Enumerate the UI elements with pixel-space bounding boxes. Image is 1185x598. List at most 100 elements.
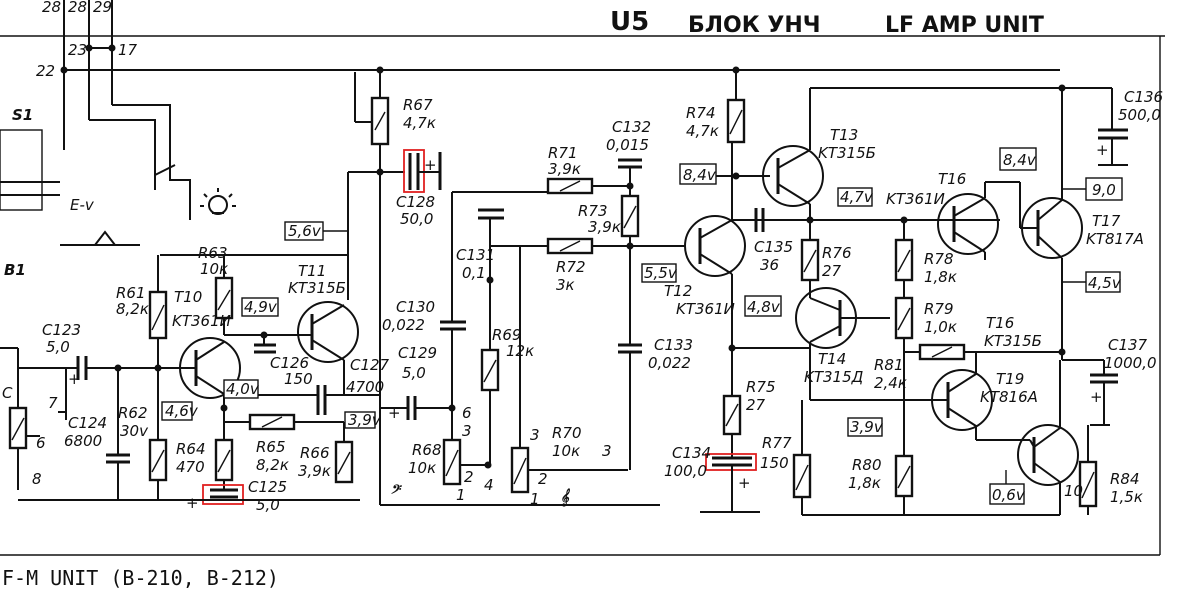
res-mark: [217, 449, 231, 473]
pin-3c: 3: [602, 442, 612, 460]
volt-tag: [161, 401, 193, 421]
resistor-r61: [148, 290, 168, 340]
r62-value: 30v: [120, 422, 149, 440]
volt-tag: [837, 187, 873, 207]
node: [486, 276, 494, 284]
volt-4-8: 4,8v: [747, 298, 781, 316]
c135-value: 36: [760, 256, 779, 274]
r79-ref: R79: [924, 300, 954, 318]
c128-ref: C128: [396, 193, 435, 211]
c128-value: 50,0: [400, 210, 433, 228]
transistor-t11: [297, 301, 359, 363]
res-mark: [151, 449, 165, 473]
switch-contact: [154, 164, 176, 176]
pin-6a: 6: [462, 404, 472, 422]
c125-highlight: [202, 484, 244, 505]
pin-1: 1: [456, 486, 466, 504]
c125-ref: C125: [248, 478, 287, 496]
t13-ref: T13: [830, 126, 858, 144]
treble-symbol: 𝄞: [560, 488, 570, 507]
res-mark: [261, 416, 283, 428]
t11-e: [311, 339, 345, 361]
r73-value: 3,9к: [588, 218, 621, 236]
volt-tag: [989, 483, 1025, 505]
wire-switch-b: [89, 119, 156, 190]
t10-c: [195, 341, 225, 361]
c131-value: 0,1: [462, 264, 486, 282]
r77-value: 150: [760, 454, 789, 472]
conn-28-label: 28: [42, 0, 61, 16]
c123-ref: C123: [42, 321, 81, 339]
pin-10: 10: [1064, 482, 1083, 500]
title-ru: БЛОК УНЧ: [688, 13, 821, 38]
res-mark: [897, 307, 911, 331]
res-mark: [445, 449, 459, 477]
t16-c: [953, 231, 986, 253]
t11-type: KT315Б: [288, 279, 346, 297]
plus-mark: +: [738, 474, 751, 492]
res-mark: [11, 417, 25, 441]
r78-value: 1,8к: [924, 268, 957, 286]
c126-value: 150: [284, 370, 313, 388]
c127-ref: C127: [350, 356, 390, 374]
res-mark: [803, 249, 817, 273]
volt-4-5: 4,5v: [1088, 274, 1122, 292]
title-en: LF AMP UNIT: [885, 13, 1044, 38]
volt-tag: [679, 163, 717, 185]
c132-ref: C132: [612, 118, 651, 136]
transistor-t12: [684, 215, 746, 277]
node: [376, 66, 384, 74]
volt-tag: [641, 263, 677, 283]
r61-value: 8,2к: [116, 300, 149, 318]
r68-value: 10к: [408, 459, 436, 477]
t14-ref: T14: [818, 350, 846, 368]
res-mark: [559, 180, 581, 192]
r81-ref: R81: [874, 356, 904, 374]
r79-value: 1,0к: [924, 318, 957, 336]
c133-value: 0,022: [648, 354, 691, 372]
pin-2: 2: [464, 468, 474, 486]
c132-value: 0,015: [606, 136, 649, 154]
r74-value: 4,7к: [686, 122, 719, 140]
r76-value: 27: [822, 262, 842, 280]
t16-ref: T16: [938, 170, 966, 188]
conn-28b-label: 28: [68, 0, 87, 16]
r80-ref: R80: [852, 456, 882, 474]
t17-type: KT817A: [1086, 230, 1144, 248]
c127-value: 4700: [346, 378, 384, 396]
switch-ev-label: E-v: [70, 196, 95, 214]
c137-value: 1000,0: [1104, 354, 1157, 372]
res-mark: [1081, 471, 1095, 499]
volt-tag: [847, 417, 883, 437]
r77-ref: R77: [762, 434, 792, 452]
volt-tag: [241, 297, 279, 317]
pin-1b: 1: [530, 490, 540, 508]
t12-e: [699, 219, 733, 239]
t17-e: [1037, 235, 1063, 259]
t10-type: KT361И: [172, 312, 231, 330]
r67-value: 4,7к: [403, 114, 436, 132]
lamp-icon: [200, 188, 236, 215]
volt-4-6: 4,6v: [165, 402, 199, 420]
volt-tag: [999, 147, 1037, 171]
c130-value: 0,022: [382, 316, 425, 334]
r65-ref: R65: [256, 438, 286, 456]
r64-value: 470: [176, 458, 205, 476]
volt-5-6: 5,6v: [288, 222, 322, 240]
c133-ref: C133: [654, 336, 693, 354]
r84-value: 1,5к: [1110, 488, 1143, 506]
c134-ref: C134: [672, 444, 711, 462]
t19-e: [1033, 462, 1061, 483]
r70-ref: R70: [552, 424, 582, 442]
r73-ref: R73: [578, 202, 608, 220]
node: [220, 404, 228, 412]
volt-tag: [344, 411, 376, 429]
bass-symbol: 𝄢: [390, 482, 402, 500]
t12-c: [699, 253, 733, 275]
t12-ref: T12: [664, 282, 692, 300]
pin-6b: 6: [36, 434, 46, 452]
node: [1058, 348, 1066, 356]
footer-text: F-M UNIT (B-210, B-212): [2, 566, 279, 590]
switch-b1-label: B1: [4, 261, 26, 279]
